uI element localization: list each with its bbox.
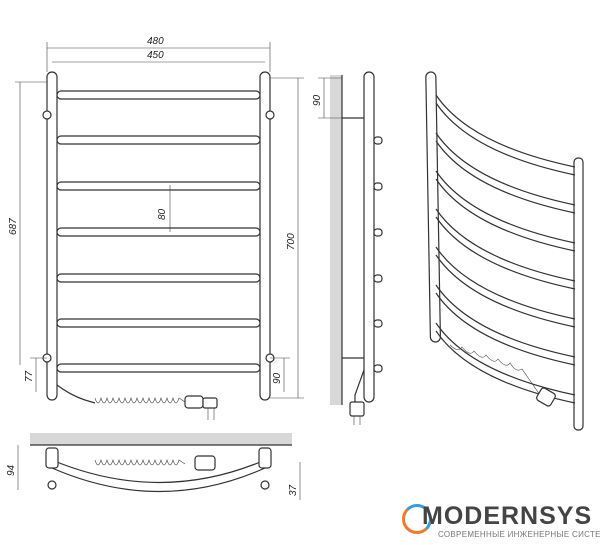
rung [56, 90, 261, 100]
perspective-rung [435, 322, 576, 396]
rung [56, 318, 261, 328]
dim-axis-width: 450 [147, 50, 164, 61]
perspective-rung [435, 132, 576, 206]
perspective-rung-edge [435, 102, 576, 176]
side-view: 90 [312, 71, 383, 425]
perspective-rung-edge [435, 330, 576, 404]
perspective-rung-edge [435, 254, 576, 328]
side-rung-end [373, 136, 383, 145]
dim-right-height: 700 [286, 233, 297, 250]
side-rung-end [373, 364, 383, 373]
modernsys-logo: MODERNSYS СОВРЕМЕННЫЕ ИНЖЕНЕРНЫЕ СИСТЕМЫ [400, 502, 600, 542]
perspective-rung [435, 246, 576, 320]
perspective-view [425, 71, 584, 431]
perspective-rung-edge [435, 292, 576, 366]
rung [56, 363, 261, 373]
rung [56, 273, 261, 283]
perspective-rung [435, 170, 576, 244]
dim-bottom-right: 90 [272, 372, 283, 384]
dim-bottom-left: 77 [24, 370, 35, 382]
side-rung-end [373, 274, 383, 283]
logo-tagline: СОВРЕМЕННЫЕ ИНЖЕНЕРНЫЕ СИСТЕМЫ [438, 530, 600, 539]
front-view: 480 450 687 700 80 77 90 [8, 36, 304, 420]
side-rung-end [373, 182, 383, 191]
side-rung-end [373, 319, 383, 328]
side-rung-end [373, 228, 383, 237]
rung [56, 135, 261, 145]
dim-left-height: 687 [8, 218, 19, 235]
perspective-rung [435, 94, 576, 168]
dim-bow: 37 [288, 484, 299, 496]
dim-rung-spacing: 80 [157, 208, 168, 220]
dim-overall-width: 480 [147, 36, 164, 47]
logo-brand: MODERNSYS [422, 502, 593, 530]
rung [56, 181, 261, 191]
dim-wall-offset: 90 [312, 94, 323, 106]
bottom-view: 94 37 [6, 433, 301, 500]
logo-ring-icon [402, 504, 432, 534]
perspective-rung [435, 284, 576, 358]
dim-depth: 94 [6, 464, 17, 476]
perspective-rung-edge [435, 216, 576, 290]
perspective-rung [435, 208, 576, 282]
rung [56, 227, 261, 237]
perspective-rung-edge [435, 140, 576, 214]
perspective-rung-edge [435, 178, 576, 252]
